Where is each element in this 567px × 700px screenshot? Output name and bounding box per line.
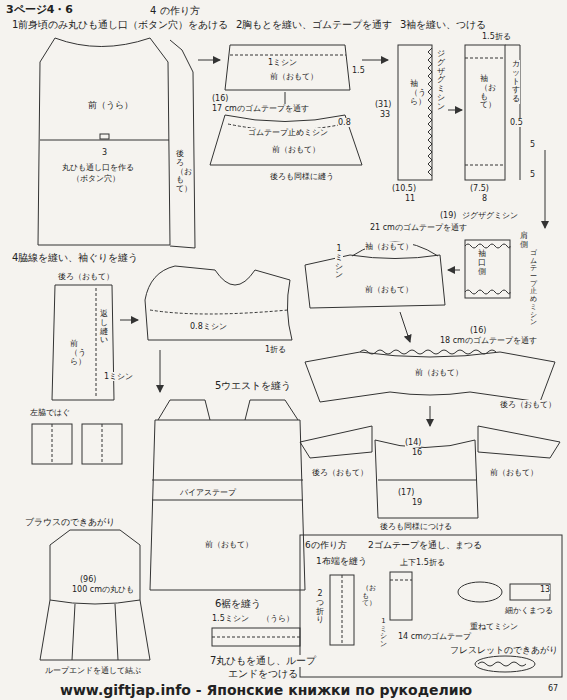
annotation-label: 19 <box>412 498 422 507</box>
annotation-label: 4 の作り方 <box>150 5 200 17</box>
annotation-label: 8 <box>482 194 487 203</box>
annotation-label: ゴムテープ止めミシン <box>530 250 537 327</box>
annotation-label: 6裾を縫う <box>215 598 261 610</box>
annotation-label: 1布端を縫う <box>316 556 367 566</box>
annotation-label: 後ろも同様につける <box>380 522 452 531</box>
annotation-label: 1.5 <box>352 66 365 75</box>
annotation-label: (96) <box>80 575 96 584</box>
annotation-label: 7丸ひもを通し、ループ <box>210 655 316 667</box>
annotation-label: ループエンドを通して結ぶ <box>45 666 141 675</box>
watermark: www.giftjap.info - Японские книжки по ру… <box>60 682 472 698</box>
annotation-label: 後ろも同様に縫う <box>270 172 334 181</box>
annotation-label: 33 <box>380 110 390 119</box>
annotation-label: 1ミシン <box>335 245 343 280</box>
annotation-label: 67 <box>548 684 558 693</box>
annotation-label: 2ゴムテープを通し、まつる <box>368 540 482 550</box>
annotation-label: 100 cmの丸ひも <box>72 585 134 594</box>
annotation-label: (16) <box>212 94 228 103</box>
annotation-label: （おもて） <box>362 585 369 608</box>
annotation-label: （うら） <box>262 614 294 623</box>
annotation-label: 1ミシン <box>104 372 133 381</box>
annotation-label: 細かくまつる <box>505 606 553 615</box>
annotation-label: バイアステープ <box>180 488 236 497</box>
annotation-label: 3袖を縫い、つける <box>400 19 486 31</box>
annotation-label: 1.5ミシン <box>212 614 249 623</box>
annotation-label: 14 cmのゴムテープ <box>398 632 471 641</box>
annotation-label: 0.8 <box>338 118 351 127</box>
annotation-label: 1.5折る <box>482 32 511 41</box>
annotation-label: 3 <box>102 148 107 157</box>
annotation-label: 前（おもて） <box>205 540 253 549</box>
annotation-label: カットする <box>512 60 520 104</box>
annotation-label: 丸ひも通し口を作る <box>62 163 134 172</box>
annotation-label: フレスレットのできあがり <box>450 645 558 655</box>
annotation-label: 前（おもて） <box>415 368 463 377</box>
annotation-label: 5ウエストを縫う <box>215 380 291 392</box>
annotation-label: 後ろ（おもて） <box>312 468 368 477</box>
annotation-label: (17) <box>398 488 414 497</box>
annotation-label: 1折る <box>265 345 286 354</box>
annotation-label: ゴムテープ止めミシン <box>248 128 328 137</box>
annotation-label: 6の作り方 <box>305 540 347 550</box>
annotation-label: 上下1.5折る <box>400 558 445 567</box>
annotation-label: （ボタン穴） <box>72 174 120 183</box>
annotation-label: 返し縫い <box>100 310 108 345</box>
annotation-label: 13 <box>540 585 550 594</box>
annotation-label: 1ミシン <box>380 618 387 649</box>
annotation-label: 袖（うら） <box>410 80 418 106</box>
annotation-label: 前（おもて） <box>490 468 538 477</box>
annotation-label: 18 cmのゴムテープを通す <box>440 336 537 345</box>
annotation-label: 0.8ミシン <box>190 322 227 331</box>
annotation-label: 前（おもて） <box>272 145 320 154</box>
annotation-label: (7.5) <box>470 184 489 193</box>
annotation-label: ブラウスのできあがり <box>25 517 115 527</box>
annotation-label: ジグザグミシン <box>462 211 518 220</box>
annotation-label: 1ミシン <box>268 58 297 67</box>
annotation-label: (10.5) <box>392 184 416 193</box>
annotation-label: 後ろ（おもて） <box>176 150 184 194</box>
page-heading: 3ページ4・6 <box>6 4 73 17</box>
annotation-label: 重ねてミシン <box>470 622 518 631</box>
annotation-label: 前（うら） <box>88 100 133 110</box>
annotation-label: 肩側 <box>520 232 528 250</box>
annotation-label: 後ろ（おもて） <box>58 272 114 281</box>
annotation-label: (19) <box>440 211 456 220</box>
annotation-label: 21 cmのゴムテープを通す <box>370 223 467 232</box>
annotation-label: エンドをつける <box>228 668 298 680</box>
annotation-label: (16) <box>470 326 486 335</box>
annotation-label: 2胸もとを縫い、ゴムテープを通す <box>236 19 392 31</box>
annotation-label: (14) <box>405 438 421 447</box>
annotation-label: 11 <box>405 194 415 203</box>
annotation-label: 後ろ（おもて） <box>500 400 556 409</box>
annotation-label: 左脇ではぐ <box>30 408 70 417</box>
annotation-label: 4脇線を縫い、袖ぐりを縫う <box>12 252 138 264</box>
annotation-label: 5 <box>530 170 535 179</box>
annotation-label: 前（おもて） <box>365 285 413 294</box>
annotation-label: 袖（おもて） <box>480 75 488 110</box>
annotation-label: 17 cmのゴムテープを通す <box>212 104 309 113</box>
annotation-label: 1前身頃のみ丸ひも通し口（ボタン穴）をあける <box>12 19 228 31</box>
annotation-label: 5 <box>530 140 535 149</box>
annotation-label: 袖口側 <box>478 250 486 276</box>
annotation-label: (31) <box>375 100 391 109</box>
annotation-label: 0.5 <box>510 118 523 127</box>
annotation-label: 前（うら） <box>70 340 78 366</box>
annotation-label: 袖（おもて） <box>365 242 413 251</box>
annotation-label: 前（おもて） <box>270 72 318 81</box>
annotation-label: ジグザグミシン <box>437 50 445 112</box>
annotation-label: 2つ折り <box>316 590 324 625</box>
annotation-label: 16 <box>412 448 422 457</box>
